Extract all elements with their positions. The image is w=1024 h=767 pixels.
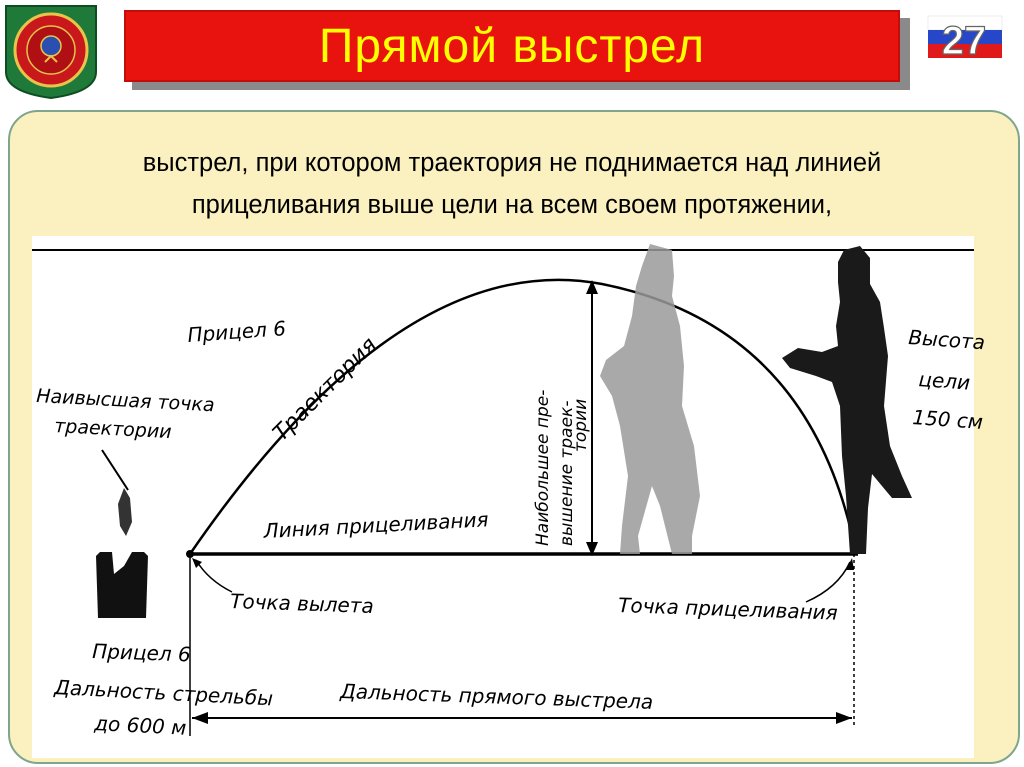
aiming-line-label: Линия прицеливания (262, 507, 489, 543)
definition-line-2: прицеливания выше цели на всем своем про… (191, 191, 833, 219)
highest-point-label-2: траектории (54, 415, 172, 443)
rifle-sight-icon (96, 552, 148, 618)
definition-line-1: выстрел, при котором траектория не подни… (142, 149, 882, 177)
target-height-label-2: цели (918, 367, 971, 395)
title-bar: Прямой выстрел (124, 10, 900, 82)
direct-shot-diagram: Прицел 6 Наивысшая точка траектории Трае… (32, 236, 986, 758)
sight-label-bottom: Прицел 6 (92, 639, 191, 666)
sight-label: Прицел 6 (187, 316, 287, 347)
trajectory-label: Траектория (269, 333, 382, 446)
highest-point-leader-line (101, 449, 129, 491)
aiming-point-arrow (805, 561, 851, 603)
max-excess-label-3: тории (571, 399, 591, 452)
trajectory-curve (188, 278, 858, 555)
diagram-svg: Прицел 6 Наивысшая точка траектории Трае… (32, 244, 986, 740)
target-height-label-1: Высота (908, 325, 986, 354)
flag-27-logo-icon: 27 (927, 15, 1003, 64)
military-emblem-icon (5, 5, 97, 100)
direct-shot-range-label: Дальность прямого выстрела (339, 679, 654, 714)
max-excess-arrow-down (586, 542, 598, 556)
max-excess-arrow-up (586, 280, 598, 294)
firing-range-label-2: до 600 м (93, 711, 187, 740)
page-title: Прямой выстрел (318, 19, 706, 73)
firing-range-label-1: Дальность стрельбы (53, 675, 274, 710)
aiming-arrowhead (846, 558, 854, 570)
target-height-label-3: 150 см (912, 405, 984, 434)
sight-pointer-icon (118, 488, 132, 536)
departure-arrowhead (192, 558, 202, 568)
departure-point-label: Точка вылета (230, 589, 374, 618)
range-arrow-right (836, 712, 852, 724)
definition-text: выстрел, при котором траектория не подни… (0, 142, 1024, 226)
walking-soldier-silhouette (600, 244, 700, 554)
aiming-point-label: Точка прицеливания (618, 593, 838, 625)
range-arrow-left (192, 712, 208, 724)
max-excess-label-1: Наибольшее пре- (533, 390, 553, 546)
badge-number: 27 (942, 19, 987, 63)
departure-point-arrow (195, 559, 233, 593)
highest-point-label-1: Наивысшая точка (36, 385, 215, 416)
max-excess-label-2: вышение траек- (557, 401, 577, 546)
target-soldier-silhouette (782, 246, 912, 554)
